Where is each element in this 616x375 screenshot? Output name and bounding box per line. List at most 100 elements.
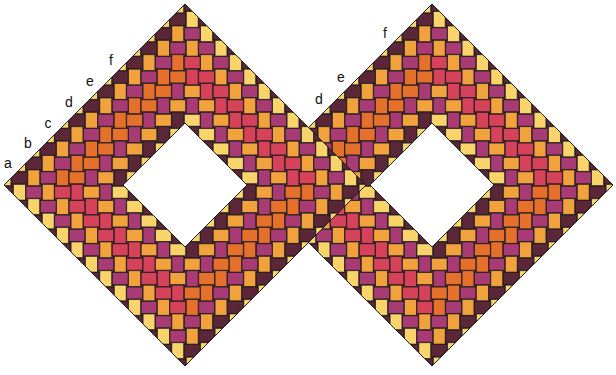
strand-segment xyxy=(285,273,301,285)
strand-segment xyxy=(112,129,128,141)
strand-segment xyxy=(98,86,114,98)
strand-segment xyxy=(345,57,361,69)
strand-segment xyxy=(520,184,532,200)
strand-segment xyxy=(184,258,200,270)
strand-segment xyxy=(419,256,431,272)
strand-segment xyxy=(199,14,215,26)
strand-segment xyxy=(201,26,213,42)
strand-segment xyxy=(374,316,390,328)
strand-segment xyxy=(388,330,404,342)
strand-segment xyxy=(156,258,172,270)
strand-segment xyxy=(84,273,100,285)
strand-segment xyxy=(213,57,229,69)
strand-segment xyxy=(172,256,184,272)
strand-segment xyxy=(256,71,272,83)
strand-segment xyxy=(114,228,126,244)
strand-segment xyxy=(244,69,256,85)
strand-segment xyxy=(520,213,532,229)
strand-segment xyxy=(114,141,126,157)
strand-segment xyxy=(242,143,258,155)
strand-segment xyxy=(388,42,404,54)
strand-segment xyxy=(100,213,112,229)
strand-segment xyxy=(258,112,270,128)
strand-segment xyxy=(300,258,316,270)
strand-segment xyxy=(213,287,229,299)
strand-segment xyxy=(361,285,373,301)
strand-segment xyxy=(347,98,359,114)
strand-segment xyxy=(129,40,141,56)
strand-segment xyxy=(71,213,83,229)
strand-letter: d xyxy=(314,92,324,106)
strand-segment xyxy=(42,184,54,200)
strand-segment xyxy=(170,359,186,371)
strand-segment xyxy=(433,40,445,56)
strand-segment xyxy=(84,186,100,198)
strand-segment xyxy=(477,314,489,330)
strand-segment xyxy=(98,201,114,213)
strand-segment xyxy=(532,129,548,141)
strand-segment xyxy=(419,314,431,330)
strand-segment xyxy=(69,114,85,126)
strand-segment xyxy=(302,156,314,172)
strand-segment xyxy=(129,98,141,114)
strand-segment xyxy=(520,98,532,114)
ring-outline xyxy=(4,4,366,366)
strand-segment xyxy=(460,258,476,270)
strand-segment xyxy=(201,199,213,215)
strand-segment xyxy=(333,228,345,244)
strand-segment xyxy=(505,199,517,215)
strand-segment xyxy=(347,300,359,316)
strand-segment xyxy=(405,300,417,316)
strand-segment xyxy=(273,127,285,143)
strand-segment xyxy=(376,300,388,316)
strand-segment xyxy=(112,100,128,112)
strand-segment xyxy=(462,12,474,28)
strand-segment xyxy=(417,359,433,371)
strand-segment xyxy=(561,186,577,198)
strand-segment xyxy=(316,199,328,215)
strand-segment xyxy=(100,156,112,172)
strand-segment xyxy=(462,300,474,316)
strand-segment xyxy=(156,28,172,40)
strand-segment xyxy=(98,230,114,242)
strand-segment xyxy=(403,316,419,328)
strand-segment xyxy=(172,372,184,375)
strand-segment xyxy=(491,98,503,114)
strand-segment xyxy=(518,258,534,270)
strand-segment xyxy=(446,14,462,26)
strand-segment xyxy=(300,230,316,242)
strand-segment xyxy=(403,57,419,69)
strand-letter: e xyxy=(336,70,346,84)
strand-segment xyxy=(244,40,256,56)
strand-segment xyxy=(374,143,390,155)
strand-segment xyxy=(156,114,172,126)
strand-segment xyxy=(114,285,126,301)
strand-segment xyxy=(84,158,100,170)
strand-segment xyxy=(258,285,270,301)
strand-segment xyxy=(57,112,69,128)
strand-segment xyxy=(462,242,474,258)
strand-segment xyxy=(419,285,431,301)
strand-segment xyxy=(186,98,198,114)
strand-segment xyxy=(518,201,534,213)
strand-segment xyxy=(505,112,517,128)
strand-segment xyxy=(242,316,258,328)
strand-segment xyxy=(143,228,155,244)
strand-segment xyxy=(69,172,85,184)
strand-letter: c xyxy=(44,116,53,130)
strand-segment xyxy=(505,256,517,272)
strand-segment xyxy=(86,112,98,128)
strand-segment xyxy=(462,271,474,287)
strand-segment xyxy=(417,71,433,83)
strand-segment xyxy=(26,158,42,170)
strand-segment xyxy=(419,26,431,42)
strand-segment xyxy=(287,112,299,128)
strand-segment xyxy=(127,114,143,126)
strand-segment xyxy=(433,69,445,85)
strand-segment xyxy=(26,186,42,198)
strand-segment xyxy=(242,114,258,126)
strand-segment xyxy=(98,287,114,299)
strand-segment xyxy=(69,230,85,242)
strand-segment xyxy=(345,143,361,155)
strand-segment xyxy=(549,213,561,229)
